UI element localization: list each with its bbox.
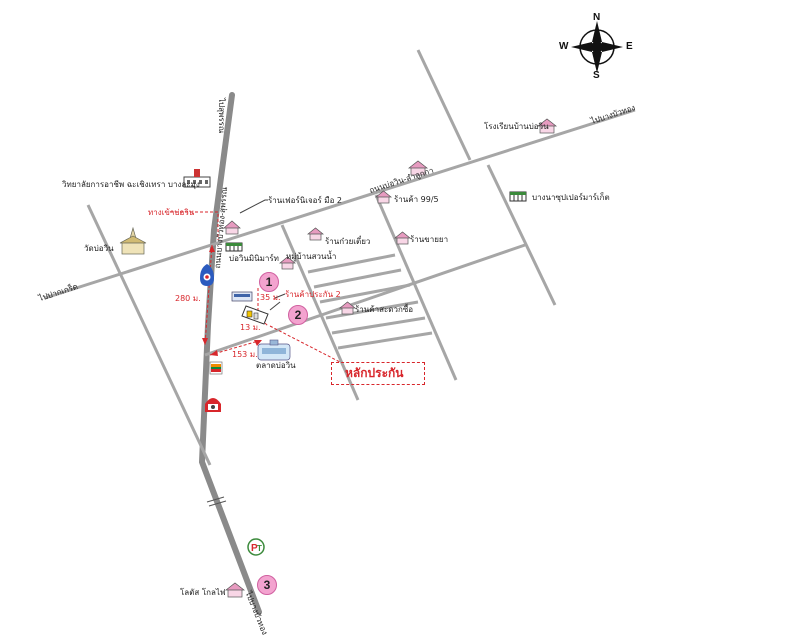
- road-label-top: ไปสุพรรณ: [217, 98, 226, 134]
- house-icon-village: [279, 256, 296, 270]
- distance-arrows: [202, 245, 262, 356]
- label-village: หมู่บ้านสวนน้ำ: [286, 252, 337, 261]
- label-temple: วัดบ่อวิน: [84, 244, 114, 253]
- phone-booth-icon: [205, 398, 221, 412]
- label-noodle: ร้านก๋วยเตี๋ยว: [325, 237, 371, 246]
- compass-north-label: N: [593, 12, 601, 23]
- main-title: หลักประกัน: [345, 366, 404, 380]
- label-store: ร้านค้าสะดวกซื้อ: [355, 305, 414, 314]
- label-minimart: บ่อวินมินิมาร์ท: [229, 254, 279, 263]
- label-entry: ทางเข้าบ่อวิน: [148, 208, 195, 217]
- college-building-icon: [183, 169, 211, 188]
- label-target-shop: ร้านค้าประกัน 2: [285, 290, 341, 299]
- gas-station-icon: [200, 264, 214, 286]
- distance-280: 280 ม.: [175, 294, 201, 303]
- house-icon-shop2: [375, 190, 392, 204]
- location-marker-2[interactable]: 2: [288, 305, 308, 325]
- label-supermarket: บางนาซุปเปอร์มาร์เก็ต: [532, 193, 610, 202]
- house-icon-noodle: [307, 227, 324, 241]
- compass-south-label: S: [593, 70, 600, 81]
- compass-east-label: E: [626, 41, 633, 52]
- compass-icon: [571, 21, 623, 73]
- label-market: ตลาดบ่อวิน: [256, 361, 296, 370]
- label-shop-995: ร้านค้า 99/5: [394, 195, 439, 204]
- label-school: โรงเรียนบ้านบ่อวิน: [484, 122, 549, 131]
- bank-sign-icon: [231, 291, 253, 302]
- supermarket-icon: [509, 191, 527, 202]
- pt-gas-station-icon: P T: [247, 538, 265, 556]
- house-icon-furniture: [223, 220, 241, 235]
- house-icon-shop: [407, 160, 429, 176]
- temple-icon: [119, 226, 147, 255]
- distance-35: 35 ม.: [260, 293, 281, 302]
- seven-eleven-icon: [209, 361, 223, 375]
- house-icon-drug: [394, 231, 411, 245]
- highway-break: [206, 496, 227, 507]
- label-college: วิทยาลัยการอาชีพ ฉะเชิงเทรา บางละมุง: [62, 180, 200, 189]
- location-marker-1[interactable]: 1: [259, 272, 279, 292]
- distance-13: 13 ม.: [240, 323, 261, 332]
- location-marker-3[interactable]: 3: [257, 575, 277, 595]
- label-lotus: โลตัส โกลไฟ: [180, 588, 226, 597]
- distance-lines: [170, 211, 341, 363]
- distance-153: 153 ม.: [232, 350, 258, 359]
- road-network: [44, 49, 636, 466]
- svg-text:P: P: [251, 543, 258, 554]
- leader-lines: [239, 199, 286, 311]
- house-icon-lotus: [224, 582, 246, 598]
- market-icon: [257, 339, 291, 361]
- target-shop-icon: [241, 305, 269, 325]
- svg-text:T: T: [257, 544, 262, 553]
- compass-west-label: W: [559, 41, 569, 52]
- label-furniture-shop: ร้านเฟอร์นิเจอร์ มือ 2: [268, 196, 343, 205]
- house-icon-store: [339, 301, 356, 315]
- house-icon-school: [536, 118, 558, 134]
- highway-road: [198, 92, 262, 615]
- title-box: [331, 362, 425, 385]
- minimart-icon: [225, 242, 243, 252]
- label-drugstore: ร้านขายยา: [410, 235, 449, 244]
